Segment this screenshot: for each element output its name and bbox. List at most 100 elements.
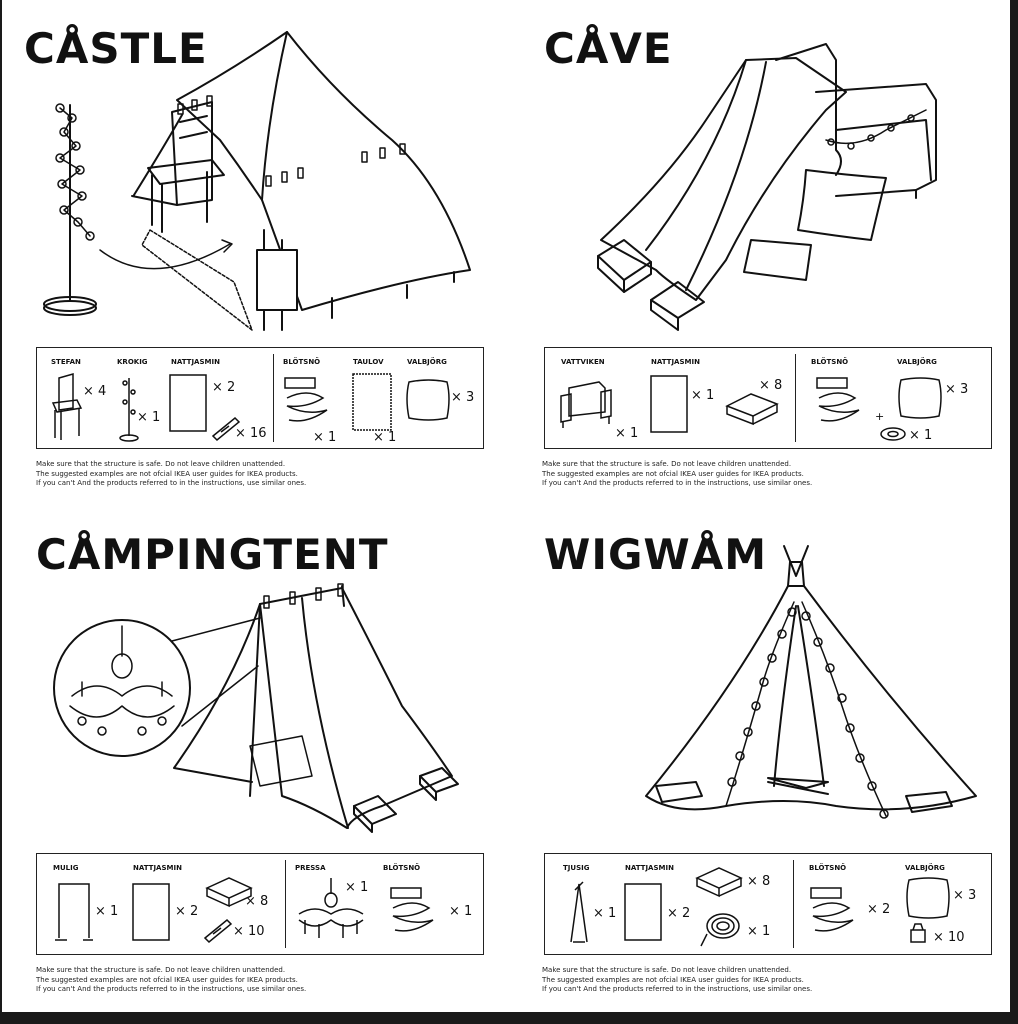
part-qty-tjusig: × 1 bbox=[593, 906, 617, 921]
part-qty-clothespin: × 10 bbox=[233, 924, 265, 939]
light-chain-drawing bbox=[825, 109, 927, 150]
cushion-drawing bbox=[743, 169, 887, 281]
clothespin-icon bbox=[211, 416, 241, 442]
sheet-icon bbox=[624, 883, 662, 941]
part-qty-mattress: × 8 bbox=[245, 894, 269, 909]
castle-parts-list: STEFAN × 4 KROKIG × 1 NATTJASMIN × 2 × 1… bbox=[36, 347, 484, 449]
chair-icon bbox=[51, 373, 83, 440]
part-label-blotsno: BLÖTSNÖ bbox=[811, 358, 849, 366]
wigwam-panel: WIGWÅM bbox=[506, 506, 1010, 1012]
rug-drawing bbox=[141, 229, 253, 331]
campingtent-disclaimer: Make sure that the structure is safe. Do… bbox=[36, 966, 307, 993]
part-label-valbjorg: VALBJÖRG bbox=[905, 864, 945, 872]
castle-title: CÅSTLE bbox=[24, 24, 208, 73]
part-qty-taulov: × 1 bbox=[373, 430, 397, 445]
wigwam-disclaimer: Make sure that the structure is safe. Do… bbox=[542, 966, 813, 993]
clip-icon bbox=[910, 923, 926, 943]
light-chain-icon bbox=[810, 887, 854, 932]
armchair-drawing bbox=[775, 43, 937, 199]
cave-title: CÅVE bbox=[544, 24, 673, 73]
campingtent-title: CÅMPINGTENT bbox=[36, 530, 389, 579]
part-qty-blotsno: × 1 bbox=[449, 904, 473, 919]
cushion-icon bbox=[406, 379, 450, 421]
campingtent-panel: CÅMPINGTENT bbox=[2, 506, 506, 1012]
coat-rack-icon bbox=[119, 378, 139, 442]
wigwam-illustration bbox=[645, 545, 977, 819]
castle-panel: CÅSTLE bbox=[2, 0, 506, 506]
castle-disclaimer: Make sure that the structure is safe. Do… bbox=[36, 460, 307, 487]
part-qty-stefan: × 4 bbox=[83, 384, 107, 399]
armchair-icon bbox=[560, 381, 612, 428]
sheet-icon bbox=[169, 374, 207, 432]
part-qty-pressa: × 1 bbox=[345, 880, 369, 895]
light-chain-drawing bbox=[725, 601, 889, 819]
mattress-icon bbox=[695, 867, 743, 898]
part-qty-krokig: × 1 bbox=[137, 410, 161, 425]
chandelier-detail-drawing bbox=[53, 617, 261, 757]
clothes-rack-icon bbox=[55, 883, 93, 941]
part-qty-blotsno: × 2 bbox=[867, 902, 891, 917]
rope-icon bbox=[700, 913, 740, 947]
sheet-icon bbox=[650, 375, 688, 433]
part-qty-clip: × 10 bbox=[933, 930, 965, 945]
clothespin-icon bbox=[203, 918, 233, 944]
mattress-icon bbox=[205, 877, 253, 908]
part-label-nattjasmin: NATTJASMIN bbox=[171, 358, 220, 366]
instruction-sheet: CÅSTLE bbox=[2, 0, 1010, 1012]
blanket-drawing bbox=[131, 31, 471, 331]
part-label-stefan: STEFAN bbox=[51, 358, 81, 366]
part-qty-valbjorg: × 3 bbox=[953, 888, 977, 903]
cave-parts-list: + VATTVIKEN × 1 NATTJASMIN × 1 × 8 BLÖTS… bbox=[544, 347, 992, 449]
coat-rack-drawing bbox=[43, 103, 233, 316]
campingtent-parts-list: MULIG × 1 NATTJASMIN × 2 × 8 × 10 PRESSA… bbox=[36, 853, 484, 955]
tape-icon bbox=[880, 427, 906, 441]
cushion-icon bbox=[906, 877, 950, 919]
teepee-drawing bbox=[645, 545, 977, 813]
light-chain-icon bbox=[284, 377, 328, 422]
part-label-blotsno: BLÖTSNÖ bbox=[283, 358, 321, 366]
tent-drawing bbox=[173, 583, 459, 833]
cave-illustration bbox=[597, 43, 937, 331]
part-qty-nattjasmin: × 2 bbox=[175, 904, 199, 919]
part-qty-mattress: × 8 bbox=[747, 874, 771, 889]
mattress-icon bbox=[725, 393, 779, 426]
part-label-krokig: KROKIG bbox=[117, 358, 148, 366]
part-label-mulig: MULIG bbox=[53, 864, 79, 872]
part-label-nattjasmin: NATTJASMIN bbox=[133, 864, 182, 872]
castle-illustration bbox=[43, 31, 471, 331]
part-label-blotsno: BLÖTSNÖ bbox=[383, 864, 421, 872]
part-qty-nattjasmin: × 2 bbox=[667, 906, 691, 921]
part-qty-nattjasmin: × 2 bbox=[212, 380, 236, 395]
chandelier-icon bbox=[298, 878, 364, 938]
sheet-icon bbox=[132, 883, 170, 941]
cushion-icon bbox=[898, 377, 942, 419]
light-chain-icon bbox=[816, 377, 860, 422]
part-qty-clothespin: × 16 bbox=[235, 426, 267, 441]
part-label-vattviken: VATTVIKEN bbox=[561, 358, 605, 366]
part-label-pressa: PRESSA bbox=[295, 864, 326, 872]
chair-drawing bbox=[147, 101, 225, 233]
part-label-valbjorg: VALBJÖRG bbox=[407, 358, 447, 366]
part-qty-vattviken: × 1 bbox=[615, 426, 639, 441]
part-qty-blotsno: × 1 bbox=[909, 428, 933, 443]
part-qty-rope: × 1 bbox=[747, 924, 771, 939]
svg-text:+: + bbox=[875, 410, 884, 423]
part-label-nattjasmin: NATTJASMIN bbox=[625, 864, 674, 872]
part-label-nattjasmin: NATTJASMIN bbox=[651, 358, 700, 366]
part-qty-valbjorg: × 3 bbox=[451, 390, 475, 405]
wigwam-title: WIGWÅM bbox=[544, 530, 768, 579]
part-label-valbjorg: VALBJÖRG bbox=[897, 358, 937, 366]
blanket-drawing bbox=[600, 57, 847, 301]
part-label-taulov: TAULOV bbox=[353, 358, 384, 366]
part-qty-mulig: × 1 bbox=[95, 904, 119, 919]
teepee-frame-icon bbox=[570, 881, 588, 943]
part-qty-blotsno: × 1 bbox=[313, 430, 337, 445]
rug-icon bbox=[352, 373, 392, 431]
part-qty-mattress: × 8 bbox=[759, 378, 783, 393]
wigwam-parts-list: TJUSIG × 1 NATTJASMIN × 2 × 8 × 1 BLÖTSN… bbox=[544, 853, 992, 955]
light-chain-icon bbox=[390, 887, 434, 932]
mattress-drawing bbox=[597, 239, 705, 331]
campingtent-illustration bbox=[53, 583, 459, 833]
part-qty-nattjasmin: × 1 bbox=[691, 388, 715, 403]
part-label-tjusig: TJUSIG bbox=[563, 864, 590, 872]
